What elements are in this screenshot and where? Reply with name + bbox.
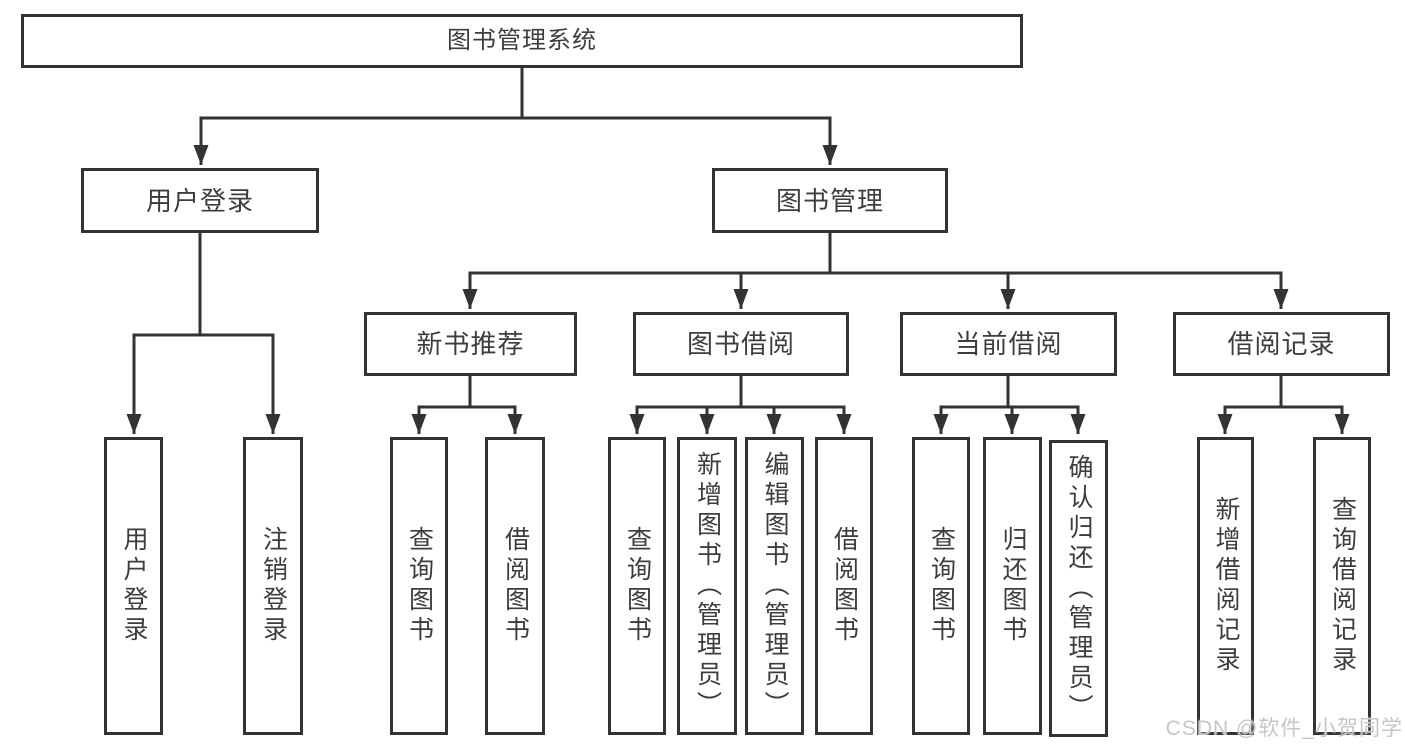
node-library-management-system: 图书管理系统 — [21, 14, 1023, 68]
leaf-borrow-books: 借阅图书 — [815, 437, 873, 735]
leaf-query-books-borrow: 查询图书 — [608, 437, 666, 735]
leaf-logout: 注销登录 — [243, 437, 303, 735]
leaf-user-login: 用户登录 — [104, 437, 163, 735]
node-current-borrow: 当前借阅 — [900, 312, 1117, 376]
leaf-query-borrow-record: 查询借阅记录 — [1313, 437, 1371, 735]
node-new-book-recommend: 新书推荐 — [364, 312, 577, 376]
node-book-management: 图书管理 — [712, 168, 948, 233]
leaf-add-books-admin: 新增图书（管理员） — [677, 437, 737, 735]
leaf-return-books: 归还图书 — [983, 437, 1042, 735]
node-borrow-records: 借阅记录 — [1173, 312, 1390, 376]
node-user-login-group: 用户登录 — [81, 168, 319, 233]
node-book-borrow: 图书借阅 — [633, 312, 849, 376]
csdn-watermark: CSDN @软件_小贺同学 — [1165, 717, 1403, 740]
leaf-query-books-recommend: 查询图书 — [390, 437, 448, 735]
leaf-query-books-current: 查询图书 — [912, 437, 970, 735]
leaf-confirm-return-admin: 确认归还（管理员） — [1049, 440, 1108, 737]
leaf-add-borrow-record: 新增借阅记录 — [1197, 437, 1254, 735]
leaf-edit-books-admin: 编辑图书（管理员） — [745, 437, 804, 735]
leaf-borrow-books-recommend: 借阅图书 — [485, 437, 545, 735]
